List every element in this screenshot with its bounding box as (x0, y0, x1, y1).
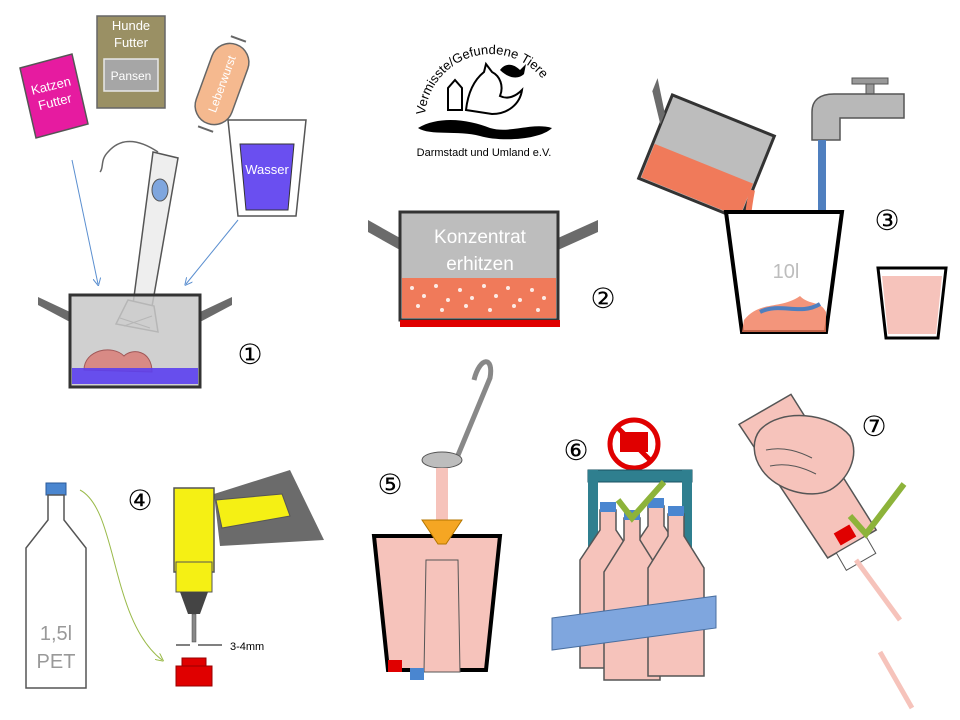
dog-food-box: Hunde Futter Pansen (96, 15, 166, 109)
drill-icon (173, 470, 324, 646)
svg-text:Vermisste/Gefundene Tiere: Vermisste/Gefundene Tiere (413, 42, 552, 115)
check-mark-icon-7 (847, 482, 907, 539)
cat-food-box: Katzen Futter (19, 53, 89, 139)
concentrate-label-2: erhitzen (446, 254, 514, 275)
volume-label: 10l (773, 261, 800, 283)
pet-bottle-icon: 1,5l PET (25, 482, 87, 689)
step1-number: ① (237, 338, 262, 371)
step3-number: ③ (874, 204, 899, 237)
bottle-cap-red (175, 657, 213, 687)
bottle-volume-label: 1,5l (40, 623, 72, 645)
step5-number: ⑤ (377, 468, 402, 501)
step1-group: Katzen Futter Hunde Futter Pansen Leberw… (19, 15, 307, 389)
logo-arc-text: Vermisste/Gefundene Tiere (413, 42, 552, 115)
bottle-type-label: PET (37, 651, 76, 673)
water-label: Wasser (245, 162, 289, 177)
step6-group: ⑥ (551, 417, 717, 681)
dog-food-label-1: Hunde (112, 18, 150, 33)
concentrate-label-1: Konzentrat (434, 227, 527, 248)
bubbles (410, 284, 546, 312)
no-cap-sign-icon (607, 417, 661, 471)
ladle-icon (421, 359, 494, 469)
cooking-pot-1 (38, 293, 232, 389)
squeezing-hand-icon (737, 393, 878, 571)
logo-org-name: Darmstadt und Umland e.V. (417, 147, 552, 159)
check-mark-icon (615, 480, 667, 523)
step5-group: ⑤ (371, 359, 503, 680)
water-tap-icon (811, 77, 905, 141)
water-glass-icon: Wasser (227, 119, 307, 217)
step7-group: ⑦ (737, 393, 915, 710)
organization-logo: Vermisste/Gefundene Tiere Darmstadt und … (413, 42, 552, 159)
step4-group: 1,5l PET 3-4mm ④ (25, 470, 324, 689)
step7-number: ⑦ (861, 410, 886, 443)
step3-group: 10l ③ (636, 77, 948, 340)
drill-size-label: 3-4mm (230, 641, 264, 653)
step6-number: ⑥ (563, 434, 588, 467)
step4-number: ④ (127, 484, 152, 517)
dog-food-label-2: Futter (114, 35, 149, 50)
step2-number: ② (590, 282, 615, 315)
sausage-icon: Leberwurst (194, 35, 250, 133)
step2-group: Konzentrat erhitzen ② (368, 210, 616, 327)
pansen-label: Pansen (111, 69, 152, 83)
